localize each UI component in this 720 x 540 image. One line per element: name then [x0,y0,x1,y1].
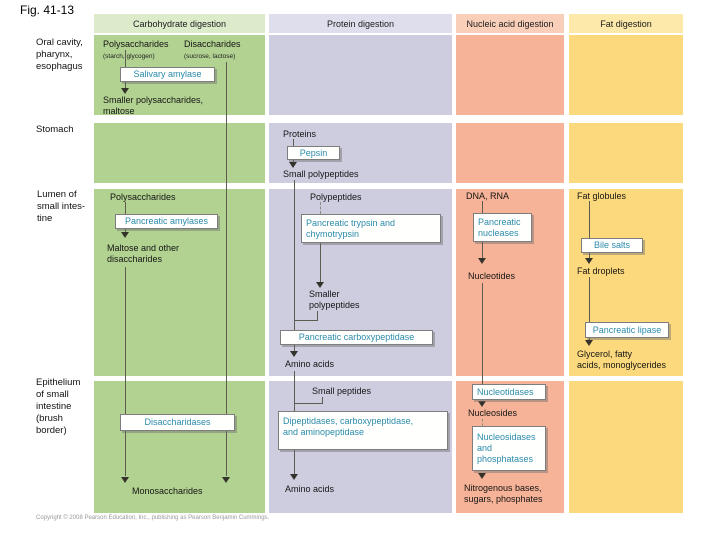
oral-fat-cell [569,35,683,115]
product-monosaccharides: Monosaccharides [132,486,203,496]
enzyme-box-salivary-amylase: Salivary amylase [120,67,215,82]
arrowhead-bile-salts [585,258,593,264]
fat-column-header: Fat digestion [600,18,652,29]
elbow-small-peptides-vertical [322,397,323,404]
enzyme-box-dipeptidases: Dipeptidases, carboxypeptidase, and amin… [278,411,448,450]
line-trypsin-to-smaller [320,243,321,282]
substrate-polysaccharides-oral: Polysaccharides [103,39,169,49]
arrowhead-nucleotidases [478,401,486,407]
mid-smaller-polypeptides: Smaller polypeptides [309,289,360,310]
arrowhead-trypsin [316,282,324,288]
product-small-polypeptides: Small polypeptides [283,169,359,179]
epithelium-fat-cell [569,381,683,513]
row-label-oral: Oral cavity, pharynx, esophagus [36,37,83,72]
arrowhead-carboxypeptidase [290,351,298,357]
stomach-carb-cell [94,123,265,183]
oral-nucleic-cell [456,35,564,115]
stomach-nucleic-cell [456,123,564,183]
fat-column-header-cell [569,14,683,33]
arrowhead-nucleosidases [478,473,486,479]
arrowhead-amylases [121,232,129,238]
product-maltose: Maltose and other disaccharides [107,243,180,264]
mid-nucleosides: Nucleosides [468,408,518,418]
arrowhead-dipeptidases [290,474,298,480]
copyright-notice: Copyright © 2008 Pearson Education, Inc.… [36,515,270,521]
note-starch-glycogen: (starch, glycogen) [103,53,155,60]
arrowhead-maltose-long [121,477,129,483]
line-small-polypeptides-long [294,180,295,351]
substrate-polysaccharides-lumen: Polysaccharides [110,192,176,202]
protein-column-header-cell [269,14,452,33]
elbow-smaller-horizontal [294,320,318,321]
row-label-lumen: Lumen of small intes- tine [37,189,86,224]
enzyme-box-disaccharidases: Disaccharidases [120,414,235,431]
row-label-epithelium: Epithelium of small intestine (brush bor… [36,377,81,436]
dash-nucleosides-to-nucleosidases [482,419,483,426]
line-globules-to-bile [589,201,590,258]
substrate-polypeptides: Polypeptides [310,192,362,202]
figure-label: Fig. 41-13 [20,3,75,17]
carb-column-header: Carbohydrate digestion [132,18,227,29]
enzyme-box-pancreatic-amylases: Pancreatic amylases [115,214,218,229]
mid-fat-droplets: Fat droplets [577,266,625,276]
epithelium-carb-cell [94,381,265,513]
arrowhead-disaccharides-long [222,477,230,483]
product-smaller-polysaccharides: Smaller polysaccharides, maltose [103,95,204,116]
line-maltose-to-disaccharidases [125,267,126,476]
substrate-small-peptides: Small peptides [312,386,372,396]
enzyme-box-bile-salts: Bile salts [581,238,643,253]
arrowhead-nucleases [478,258,486,264]
substrate-fat-globules: Fat globules [577,191,627,201]
product-nitrogenous-bases: Nitrogenous bases, sugars, phosphates [464,483,543,504]
arrowhead-lipase [585,340,593,346]
substrate-disaccharides: Disaccharides [184,39,241,49]
carb-column-header-cell [94,14,265,33]
elbow-smaller-vertical [317,311,318,321]
elbow-small-peptides-horizontal [294,403,323,404]
dash-polypeptides-to-trypsin [320,202,321,214]
stomach-fat-cell [569,123,683,183]
enzyme-box-trypsin-chymotrypsin: Pancreatic trypsin and chymotrypsin [301,214,441,243]
enzyme-box-carboxypeptidase: Pancreatic carboxypeptidase [280,330,433,345]
substrate-proteins: Proteins [283,129,317,139]
line-droplets-to-lipase [589,277,590,340]
product-glycerol: Glycerol, fatty acids, monoglycerides [577,349,667,370]
lumen-fat-cell [569,189,683,376]
product-amino-acids-lumen: Amino acids [285,359,335,369]
arrowhead-salivary [121,88,129,94]
nucleic-column-header-cell [456,14,564,33]
enzyme-box-pepsin: Pepsin [287,146,340,160]
product-amino-acids-epithelium: Amino acids [285,484,335,494]
enzyme-box-nucleosidases: Nucleosidases and phosphatases [472,426,546,471]
nucleic-column-header: Nucleic acid digestion [466,18,554,29]
enzyme-box-pancreatic-lipase: Pancreatic lipase [585,322,669,338]
arrowhead-pepsin [289,162,297,168]
enzyme-box-pancreatic-nucleases: Pancreatic nucleases [473,213,532,242]
row-label-stomach: Stomach [36,124,74,135]
substrate-dna-rna: DNA, RNA [466,191,510,201]
line-nucleotides-into-epithelium [482,283,483,384]
oral-protein-cell [269,35,452,115]
protein-column-header: Protein digestion [326,18,395,29]
enzyme-box-nucleotidases: Nucleotidases [472,384,546,400]
note-sucrose-lactose: (sucrose, lactose) [184,53,236,60]
product-nucleotides: Nucleotides [468,271,516,281]
line-disaccharides-long [226,62,227,476]
